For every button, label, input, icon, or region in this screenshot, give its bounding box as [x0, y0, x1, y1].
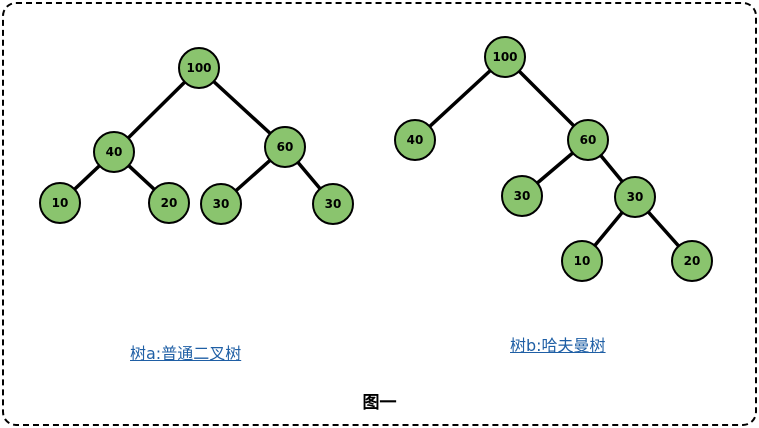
node-label: 30 [325, 197, 342, 211]
node-label: 10 [574, 254, 591, 268]
node-label: 100 [492, 50, 517, 64]
node-circle [148, 182, 190, 224]
node-a-60: 60 [264, 126, 306, 168]
node-b-30-leaf: 30 [501, 175, 543, 217]
node-b-10: 10 [561, 240, 603, 282]
node-circle [394, 119, 436, 161]
node-b-40: 40 [394, 119, 436, 161]
node-label: 30 [213, 197, 230, 211]
nodes-layer: 100 40 60 10 20 30 30 100 40 60 30 30 10 20 [39, 36, 713, 282]
node-circle [178, 47, 220, 89]
node-a-root: 100 [178, 47, 220, 89]
node-a-40: 40 [93, 131, 135, 173]
node-circle [200, 183, 242, 225]
node-circle [484, 36, 526, 78]
node-b-30-inner: 30 [614, 176, 656, 218]
node-label: 40 [106, 145, 123, 159]
node-circle [671, 240, 713, 282]
node-circle [567, 119, 609, 161]
node-label: 20 [161, 196, 178, 210]
node-label: 60 [277, 140, 294, 154]
node-b-root: 100 [484, 36, 526, 78]
node-circle [312, 183, 354, 225]
node-label: 30 [514, 189, 531, 203]
node-b-60: 60 [567, 119, 609, 161]
node-circle [561, 240, 603, 282]
node-a-30-right: 30 [312, 183, 354, 225]
node-label: 30 [627, 190, 644, 204]
node-label: 20 [684, 254, 701, 268]
tree-b-caption-link[interactable]: 树b:哈夫曼树 [510, 336, 606, 355]
figure-title: 图一 [362, 393, 397, 413]
node-label: 10 [52, 196, 69, 210]
node-label: 60 [580, 133, 597, 147]
node-a-10: 10 [39, 182, 81, 224]
node-label: 40 [407, 133, 424, 147]
node-circle [264, 126, 306, 168]
node-a-20: 20 [148, 182, 190, 224]
node-b-20: 20 [671, 240, 713, 282]
node-label: 100 [186, 61, 211, 75]
node-circle [614, 176, 656, 218]
node-a-30-left: 30 [200, 183, 242, 225]
node-circle [39, 182, 81, 224]
node-circle [501, 175, 543, 217]
node-circle [93, 131, 135, 173]
edges-layer [58, 55, 694, 263]
tree-a-caption-link[interactable]: 树a:普通二叉树 [130, 344, 242, 363]
